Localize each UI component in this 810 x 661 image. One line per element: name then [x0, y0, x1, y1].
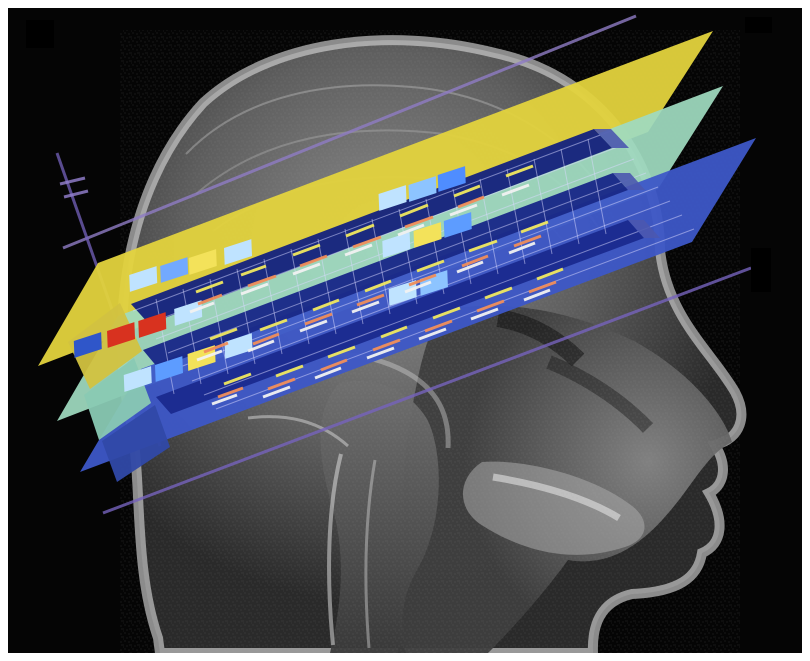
- mri-image-frame: [8, 8, 802, 653]
- side-marker-right: [751, 248, 771, 292]
- mri-sagittal-head-figure: [8, 8, 802, 653]
- corner-marker-top-right: [745, 17, 772, 33]
- corner-marker-top-left: [26, 20, 54, 48]
